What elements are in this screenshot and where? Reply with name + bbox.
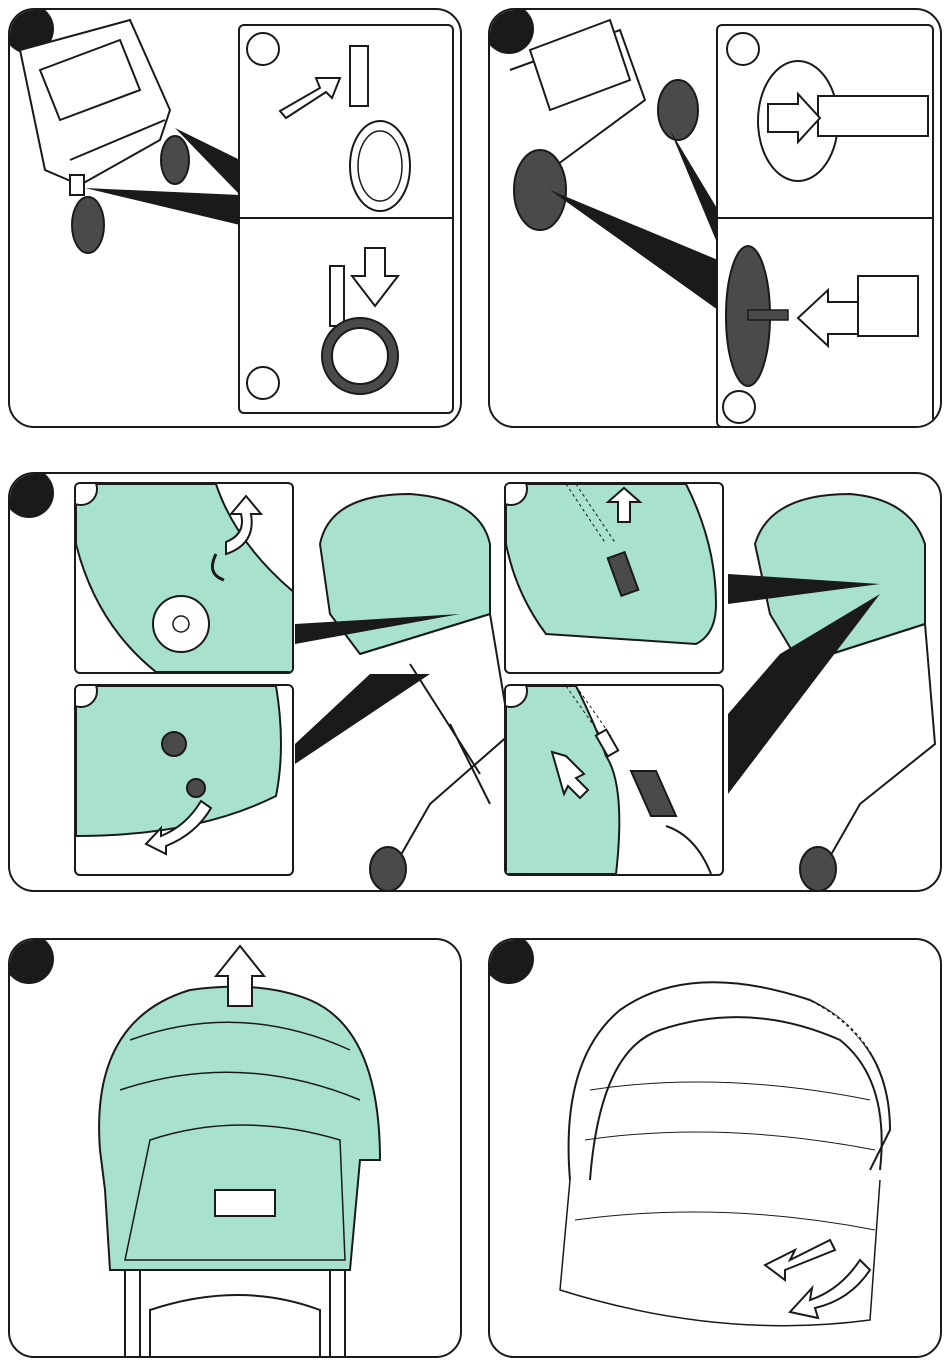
step-5-canopy-frame-illustration	[490, 940, 940, 1356]
arrow-left-icon	[798, 290, 858, 346]
step-1-callout-wedge-bottom	[85, 188, 240, 225]
arrow-curved-icon	[790, 1260, 870, 1318]
step-2-detail-insets	[716, 24, 934, 428]
step-2-callout-wedge-top	[670, 130, 718, 245]
arrow-down-icon	[352, 248, 398, 306]
step-3-inset-b	[74, 684, 294, 876]
step-1-substep-a-dot	[246, 32, 280, 66]
step-2-panel	[488, 8, 942, 428]
arrow-curved-icon	[765, 1240, 835, 1280]
step-1-substep-b-dot	[246, 366, 280, 400]
step-3-panel	[8, 472, 942, 892]
step-1-detail-insets	[238, 24, 454, 414]
step-2-substep-b-dot	[722, 390, 756, 424]
step-2-callout-wedge-bottom	[550, 190, 718, 310]
step-1-panel	[8, 8, 462, 428]
step-3-inset-a	[74, 482, 294, 674]
arrow-up-right-icon	[280, 78, 340, 118]
step-3-inset-c	[504, 482, 724, 674]
step-5-panel	[488, 938, 942, 1358]
step-3-inset-d	[504, 684, 724, 876]
step-4-panel	[8, 938, 462, 1358]
step-2-substep-a-dot	[726, 32, 760, 66]
step-4-canopy-removal-illustration	[10, 940, 460, 1356]
